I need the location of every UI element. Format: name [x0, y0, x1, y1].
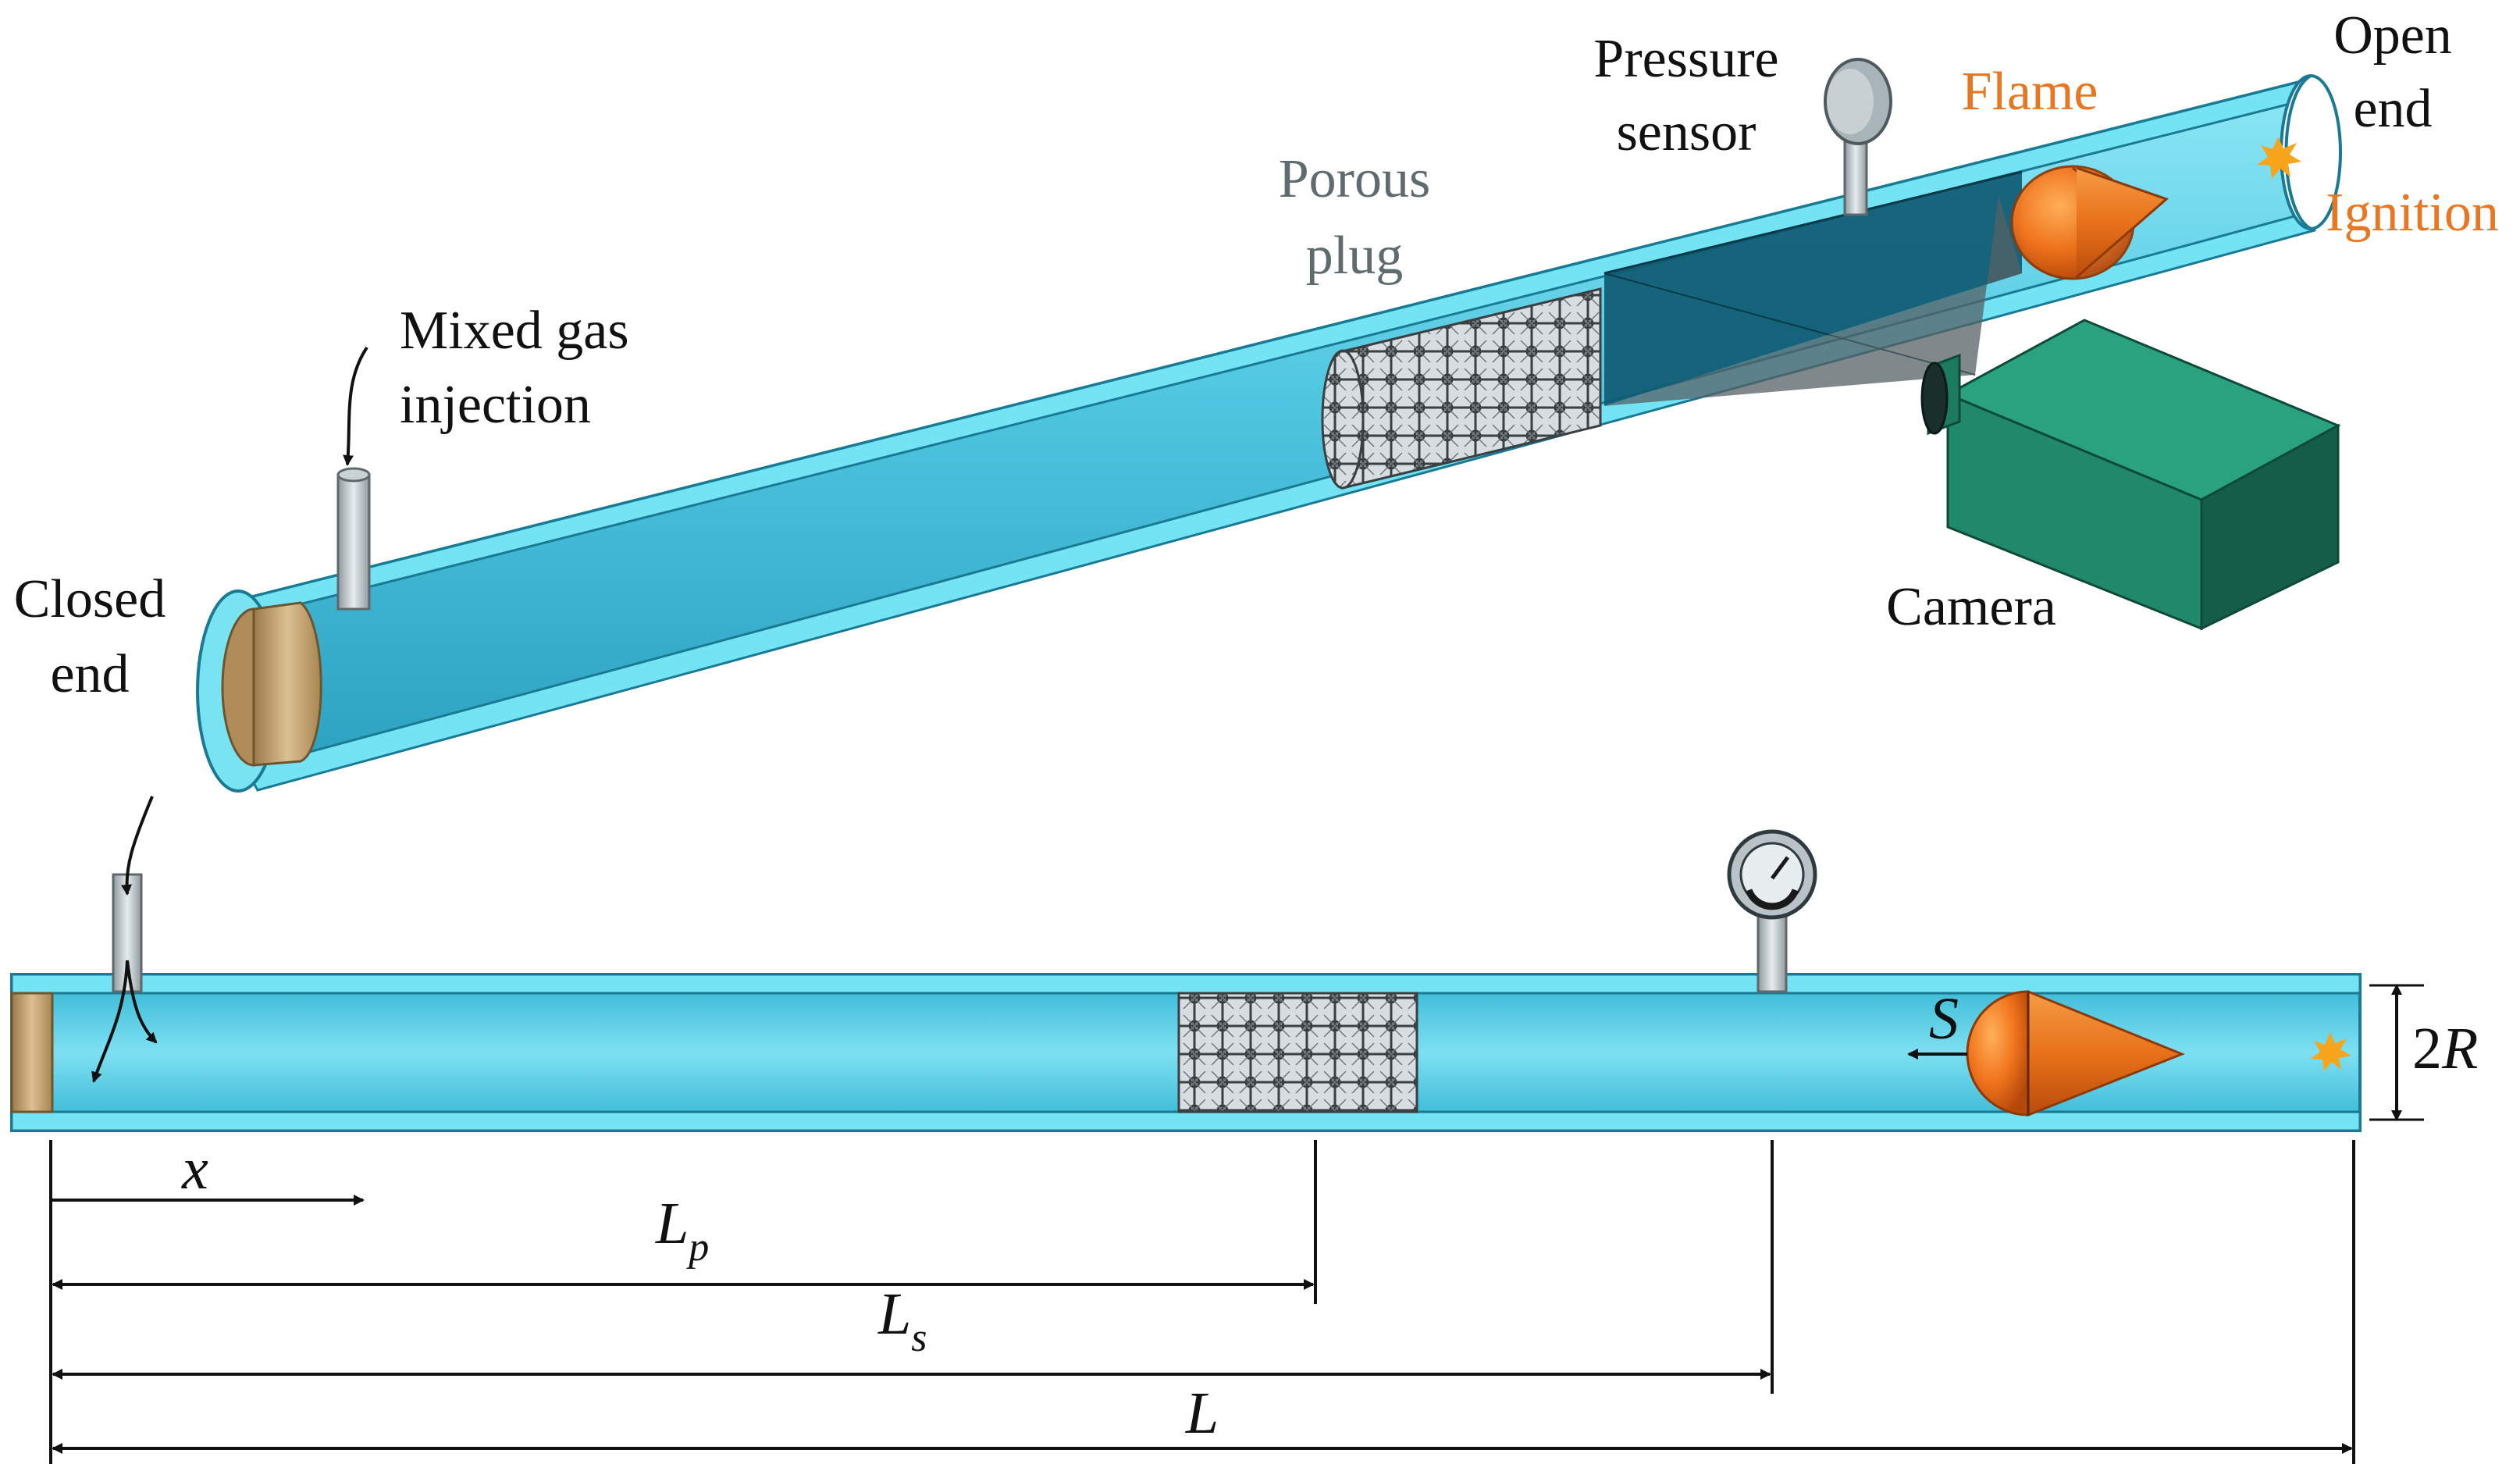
porous-plug-label-1: Porous	[1279, 149, 1430, 209]
flat-injection-arrow-right	[126, 960, 158, 1044]
flat-tube-bottom-wall	[10, 1110, 2362, 1132]
dimension-lines	[49, 1140, 2355, 1464]
closed-end-label-1: Closed	[14, 569, 166, 629]
open-end-label-2: end	[2353, 79, 2432, 139]
pressure-sensor-label-1: Pressure	[1593, 29, 1778, 89]
ignition-label: Ignition	[2326, 183, 2499, 243]
camera-label: Camera	[1886, 577, 2056, 637]
perspective-tube	[196, 58, 2342, 793]
flat-closed-end-cap	[10, 992, 54, 1113]
flat-porous-plug	[1177, 992, 1418, 1113]
x-label: x	[181, 1136, 208, 1202]
flame-label: Flame	[1962, 62, 2098, 122]
flat-pressure-post	[1757, 904, 1788, 993]
closed-end-label-2: end	[50, 644, 129, 704]
flat-tube	[10, 796, 2424, 1132]
labels: Open end Pressure sensor Flame Ignition …	[14, 5, 2499, 1446]
flat-flame-icon	[1966, 990, 2030, 1117]
injection-pipe	[336, 473, 371, 611]
camera-icon	[1920, 319, 2341, 631]
camera-view-cone	[1604, 195, 2022, 406]
pressure-sensor-post	[1843, 139, 1868, 216]
ls-label: Ls	[877, 1281, 927, 1360]
pressure-sensor-label-2: sensor	[1617, 102, 1757, 162]
flat-injection-arrow-in	[121, 796, 154, 896]
s-label: S	[1929, 986, 1959, 1052]
flat-tube-top-wall	[10, 973, 2362, 995]
l-label: L	[1185, 1380, 1219, 1446]
flat-ignition-spark-icon	[2311, 1032, 2351, 1071]
closed-end-cap	[252, 601, 322, 767]
injection-arrow	[343, 346, 368, 466]
mixed-gas-label-1: Mixed gas	[400, 301, 629, 361]
ignition-spark-icon	[2257, 137, 2301, 179]
open-end-label-1: Open	[2333, 5, 2452, 66]
flat-injection-arrow-left	[91, 960, 129, 1083]
two-r-label: 2R	[2412, 1016, 2478, 1081]
mixed-gas-label-2: injection	[400, 375, 591, 435]
camera-view-window	[1604, 172, 2022, 406]
porous-plug-label-2: plug	[1306, 226, 1403, 286]
lp-label: Lp	[655, 1191, 709, 1270]
